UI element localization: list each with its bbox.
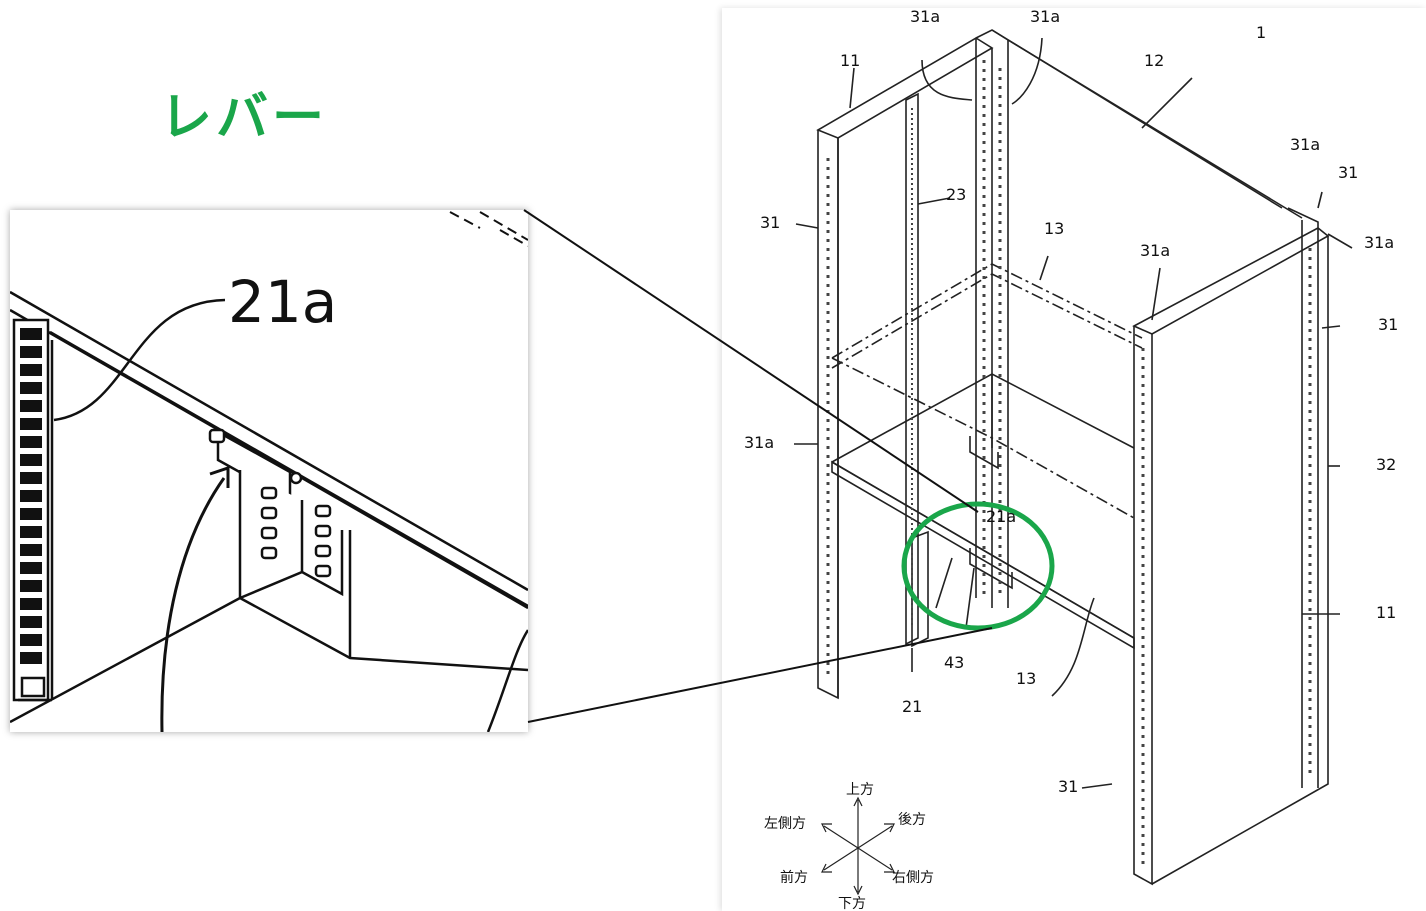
label-31-bottom: 31	[1058, 777, 1078, 796]
zoom-label-21a: 21a	[228, 268, 337, 336]
label-31-right: 31	[1378, 315, 1398, 334]
label-11-top: 11	[840, 51, 860, 70]
direction-up: 上方	[846, 782, 874, 798]
label-12: 12	[1144, 51, 1164, 70]
direction-right-side: 右側方	[892, 870, 934, 886]
highlight-circle	[901, 501, 1055, 631]
label-31a-far-right: 31a	[1364, 233, 1394, 252]
label-43: 43	[944, 653, 964, 672]
lever-title: レバー	[160, 88, 329, 148]
direction-left-side: 左側方	[764, 816, 806, 832]
direction-down: 下方	[838, 896, 866, 911]
label-31a-top-right: 31a	[1030, 8, 1060, 26]
label-23: 23	[946, 185, 966, 204]
label-31a-mid: 31a	[1140, 241, 1170, 260]
label-1: 1	[1256, 23, 1266, 42]
patent-diagram-panel: 31a 31a 1 11 12 31a 31 23 31 13 31a 31a …	[722, 8, 1426, 911]
direction-compass: 上方 後方 左側方 右側方 前方 下方	[764, 782, 934, 911]
zoom-detail-drawing: 21a	[10, 211, 528, 732]
label-21: 21	[902, 697, 922, 716]
label-32: 32	[1376, 455, 1396, 474]
label-31-right-back: 31	[1338, 163, 1358, 182]
direction-front: 前方	[780, 869, 808, 886]
label-31a-top-left: 31a	[910, 8, 940, 26]
zoom-detail-panel: 21a	[10, 210, 528, 732]
label-31a-left: 31a	[744, 433, 774, 452]
label-21a: 21a	[986, 507, 1016, 526]
label-11-right: 11	[1376, 603, 1396, 622]
label-13-top: 13	[1044, 219, 1064, 238]
label-31-left: 31	[760, 213, 780, 232]
label-13-bottom: 13	[1016, 669, 1036, 688]
direction-back: 後方	[898, 812, 926, 828]
rack-diagram: 31a 31a 1 11 12 31a 31 23 31 13 31a 31a …	[744, 8, 1398, 911]
label-31a-right-back: 31a	[1290, 135, 1320, 154]
